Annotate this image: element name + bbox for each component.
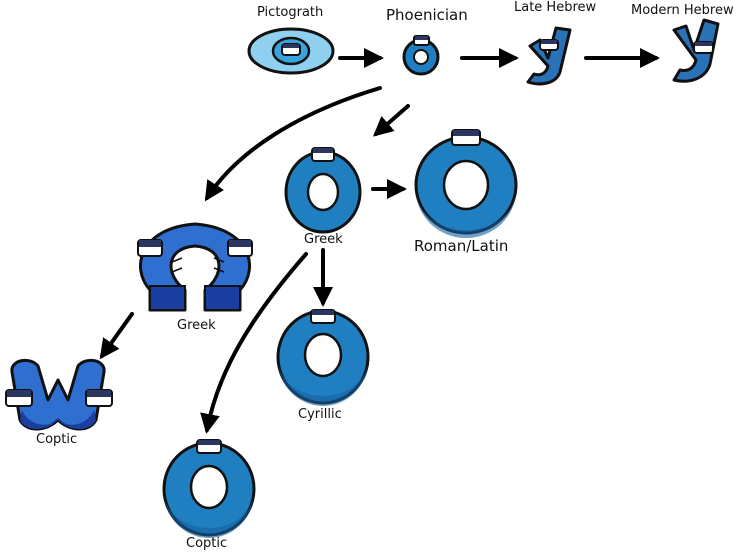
pictograph-eye: [247, 27, 335, 75]
greek-o-label: Greek: [304, 232, 343, 247]
modern-hebrew-letter: [672, 18, 720, 83]
arrow-greek-to-coptic-o: [200, 252, 308, 434]
coptic-omega-label: Coptic: [36, 432, 78, 447]
greek-omega-label: Greek: [177, 318, 216, 333]
arrow-omega-to-coptic: [99, 312, 134, 360]
coptic-omega-letter: [5, 358, 113, 431]
phoenician-letter: [402, 35, 440, 76]
modern-hebrew-label: Modern Hebrew: [631, 3, 734, 18]
cyrillic-letter: [276, 309, 370, 406]
late-hebrew-label: Late Hebrew: [514, 0, 597, 15]
coptic-o-letter: [162, 439, 256, 538]
arrow-phoenician-to-greek-omega: [204, 86, 382, 202]
arrow-phoenician-to-greek: [372, 104, 410, 137]
arrows: [99, 48, 660, 434]
phoenician-label: Phoenician: [386, 6, 468, 24]
greek-omega-letter: [137, 222, 253, 312]
greek-o-letter: [284, 147, 362, 234]
roman-latin-letter: [414, 129, 518, 238]
late-hebrew-letter: [526, 26, 572, 86]
roman-latin-label: Roman/Latin: [414, 237, 509, 255]
pictograph-label: Pictograth: [257, 5, 324, 20]
coptic-o-label: Coptic: [186, 536, 228, 551]
cyrillic-label: Cyrillic: [298, 407, 342, 422]
